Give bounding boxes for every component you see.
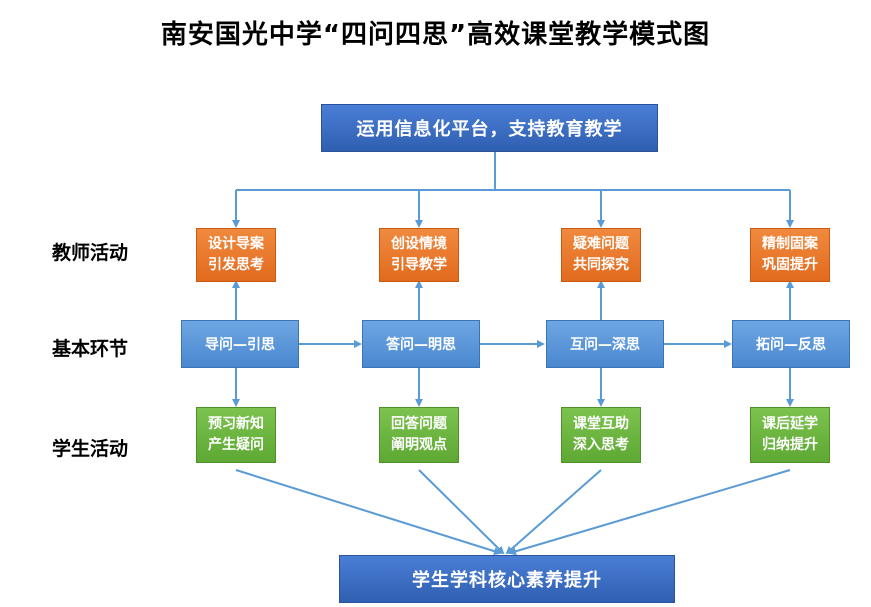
step-box-4: 拓问—反思 — [732, 320, 850, 368]
arrow-student-2-to-bottom — [418, 469, 505, 555]
teacher-box-3: 疑难问题 共同探究 — [561, 228, 641, 282]
step-box-3: 互问—深思 — [546, 320, 664, 368]
teacher-box-1: 设计导案 引发思考 — [196, 228, 276, 282]
row-label-basic: 基本环节 — [52, 338, 129, 360]
student-box-3: 课堂互助 深入思考 — [561, 407, 641, 463]
top-platform-box: 运用信息化平台，支持教育教学 — [321, 104, 658, 152]
page-title: 南安国光中学“四问四思”高效课堂教学模式图 — [160, 20, 711, 50]
step-box-1: 导问—引思 — [181, 320, 299, 368]
arrow-student-4-to-bottom — [508, 469, 791, 556]
bottom-outcome-box: 学生学科核心素养提升 — [339, 555, 675, 603]
arrow-student-3-to-bottom — [505, 469, 602, 555]
step-box-2: 答问—明思 — [362, 320, 480, 368]
student-box-2: 回答问题 阐明观点 — [379, 407, 459, 463]
student-box-4: 课后延学 归纳提升 — [750, 407, 830, 463]
student-box-1: 预习新知 产生疑问 — [196, 407, 276, 463]
row-label-student: 学生活动 — [52, 438, 129, 460]
row-label-teacher: 教师活动 — [52, 242, 129, 264]
teacher-box-4: 精制固案 巩固提升 — [750, 228, 830, 282]
arrow-student-1-to-bottom — [235, 469, 502, 556]
teacher-box-2: 创设情境 引导教学 — [379, 228, 459, 282]
